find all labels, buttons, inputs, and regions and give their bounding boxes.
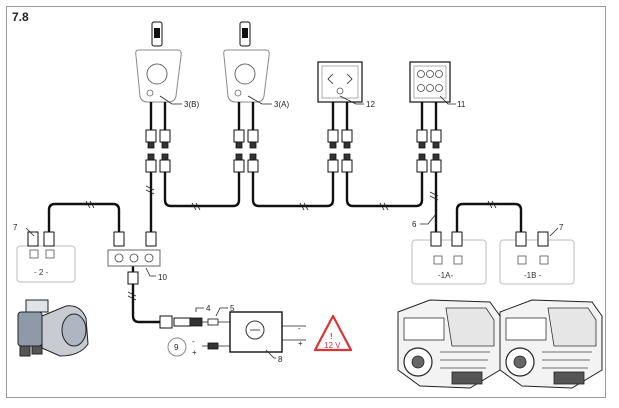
warning-exclamation: ! — [330, 332, 333, 341]
callout-5: 5 — [230, 304, 235, 313]
power-minus-top: - — [298, 324, 301, 333]
lever-control-3b-icon — [135, 21, 182, 103]
hub-10 — [107, 231, 161, 285]
engine-right-icon — [499, 299, 603, 389]
callout-11: 11 — [457, 100, 466, 109]
callout-10: 10 — [158, 273, 167, 282]
power-module-8-icon — [229, 311, 306, 353]
box-2-label: - 2 - — [34, 268, 49, 277]
power-minus-left: - — [192, 337, 195, 346]
callout-3b: 3(B) — [184, 100, 199, 109]
upper-cable-set — [149, 102, 438, 130]
callout-3a: 3(A) — [274, 100, 289, 109]
callout-6: 6 — [412, 220, 417, 229]
power-plus-top: + — [298, 339, 303, 348]
connector-pairs — [145, 129, 442, 173]
lever-control-3a-icon — [223, 21, 270, 103]
callout-8: 8 — [278, 355, 283, 364]
box-1a-label: -1A- — [438, 271, 453, 280]
warning-triangle-icon — [313, 314, 353, 352]
control-panel-12-icon — [317, 61, 363, 103]
callout-9-circle — [167, 337, 187, 357]
junction-box-1a — [411, 231, 487, 285]
callout-12: 12 — [366, 100, 375, 109]
pump-icon — [17, 299, 89, 357]
engine-left-icon — [397, 299, 501, 389]
leader-lines — [25, 95, 559, 359]
power-plus-left: + — [192, 348, 197, 357]
junction-box-2 — [16, 231, 76, 283]
warning-voltage: 12 V — [324, 341, 341, 350]
figure-number: 7.8 — [12, 10, 29, 24]
power-supply-line — [159, 315, 230, 350]
display-panel-11-icon — [409, 61, 451, 103]
callout-7-left: 7 — [13, 223, 18, 232]
callout-4: 4 — [206, 304, 211, 313]
junction-box-1b — [499, 231, 575, 285]
box-1b-label: -1B - — [524, 271, 542, 280]
callout-9: 9 — [174, 343, 179, 352]
figure-frame — [6, 6, 606, 398]
bus-cables — [47, 172, 523, 324]
callout-7-right: 7 — [559, 223, 564, 232]
